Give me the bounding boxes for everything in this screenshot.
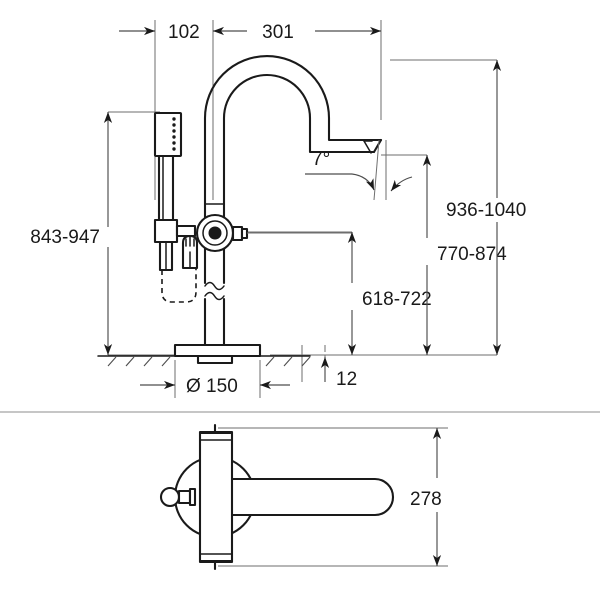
top-dimension-group: 102 301 <box>119 22 381 43</box>
extension-lines <box>108 20 497 398</box>
dim-outer-height: 936-1040 <box>446 200 526 221</box>
gooseneck-spout <box>203 54 383 214</box>
plan-column <box>198 430 234 564</box>
valve-hub <box>195 213 352 253</box>
floor-hatch <box>107 356 311 367</box>
dim-base-diameter: Ø 150 <box>186 376 238 397</box>
dim-top-left: 102 <box>168 22 200 43</box>
handshower-assembly <box>153 111 197 303</box>
plan-view: 278 <box>159 423 448 571</box>
angle-annotation: 7° <box>305 139 413 201</box>
dim-inner-height-group: 770-874 <box>422 155 507 355</box>
dim-top-right: 301 <box>262 22 294 43</box>
dim-left-height-group: 843-947 <box>30 112 113 355</box>
floor-line <box>97 355 311 367</box>
dim-left-height: 843-947 <box>30 227 100 248</box>
dim-angle: 7° <box>312 149 330 170</box>
dim-center-height-group: 618-722 <box>347 232 432 355</box>
plan-dimension-group: 278 <box>410 428 442 566</box>
diverter-outlet <box>181 234 199 270</box>
dim-center-height: 618-722 <box>362 289 432 310</box>
spray-face-dots <box>172 117 176 151</box>
dim-base-thickness: 12 <box>336 369 357 390</box>
elevation-view: 102 301 <box>30 20 526 398</box>
base-dimension-group: Ø 150 12 <box>140 345 357 397</box>
floor-flange <box>173 343 262 365</box>
dim-outer-height-group: 936-1040 <box>446 60 526 355</box>
shower-hose-loop <box>161 268 197 303</box>
plan-handle <box>159 486 197 508</box>
dim-inner-height: 770-874 <box>437 244 507 265</box>
dim-plan-length: 278 <box>410 489 442 510</box>
